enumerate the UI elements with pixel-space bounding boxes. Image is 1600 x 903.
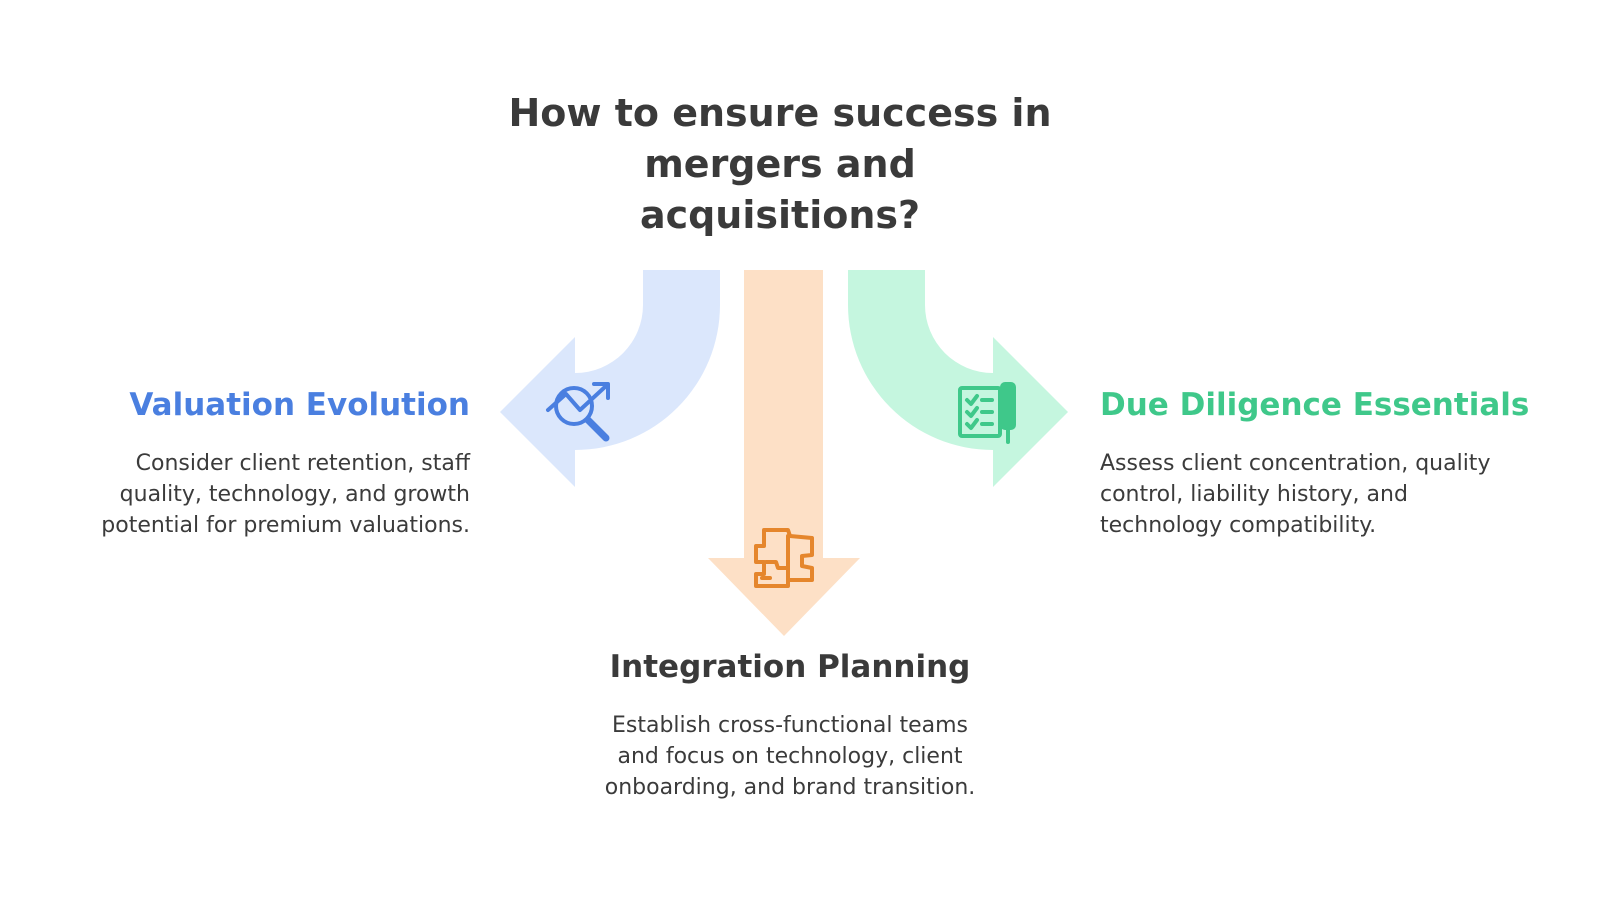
valuation-evolution-heading: Valuation Evolution — [129, 387, 470, 423]
valuation-evolution-description: Consider client retention, staff quality… — [101, 448, 470, 541]
integration-desc-line-2: and focus on technology, client — [617, 744, 963, 769]
diagram-title: How to ensure success in mergers and acq… — [480, 88, 1080, 241]
integration-desc-line-3: onboarding, and brand transition. — [604, 775, 976, 800]
due-diligence-desc-line-2: control, liability history, and — [1100, 482, 1408, 507]
checklist-pen-icon — [958, 382, 1016, 444]
title-line-3: acquisitions? — [639, 193, 921, 237]
due-diligence-description: Assess client concentration, quality con… — [1100, 448, 1490, 541]
due-diligence-desc-line-1: Assess client concentration, quality — [1100, 451, 1491, 476]
growth-chart-magnifier-icon — [546, 382, 610, 442]
due-diligence-desc-line-3: technology compatibility. — [1100, 513, 1377, 538]
title-line-2: mergers and — [644, 142, 916, 186]
valuation-desc-line-3: potential for premium valuations. — [101, 513, 470, 538]
integration-planning-heading: Integration Planning — [609, 649, 971, 685]
integration-desc-line-1: Establish cross-functional teams — [611, 713, 969, 738]
integration-arrow — [708, 270, 860, 636]
valuation-desc-line-2: quality, technology, and growth — [119, 482, 470, 507]
integration-planning-description: Establish cross-functional teams and foc… — [490, 710, 1090, 803]
title-line-1: How to ensure success in — [508, 91, 1052, 135]
due-diligence-arrow — [848, 270, 1068, 487]
puzzle-pieces-icon — [754, 528, 814, 588]
due-diligence-heading: Due Diligence Essentials — [1100, 387, 1530, 423]
valuation-arrow — [500, 270, 720, 487]
valuation-desc-line-1: Consider client retention, staff — [135, 451, 470, 476]
